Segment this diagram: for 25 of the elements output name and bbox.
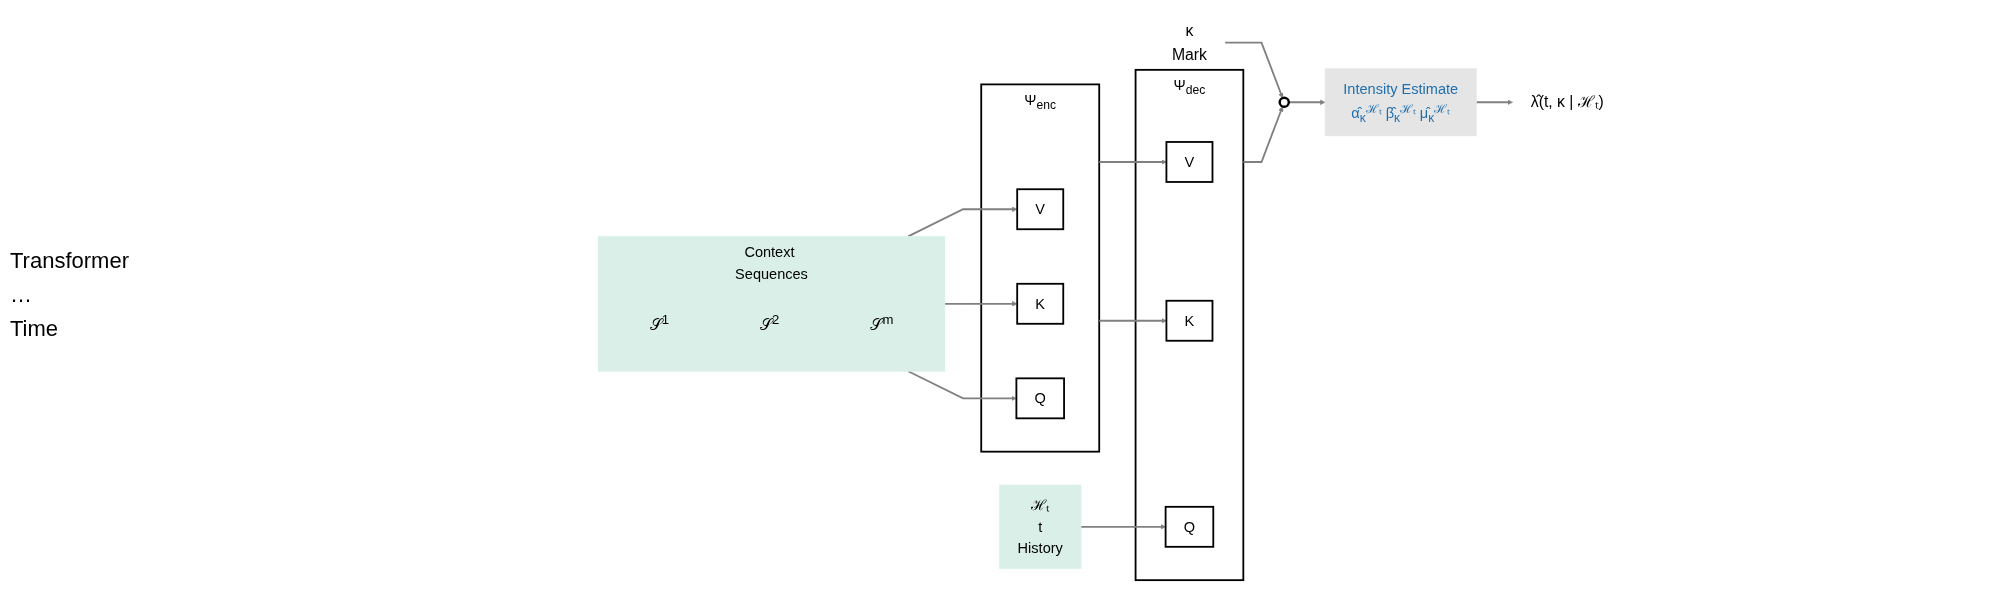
note-text: …: [10, 281, 33, 308]
arrow: [1475, 99, 1513, 105]
node-box: K: [1016, 282, 1065, 325]
arrow: [1080, 523, 1166, 529]
arrow: [907, 369, 1017, 401]
note-text: Transformer: [10, 247, 130, 274]
node-text: 𝒮$^{1}$: [649, 311, 670, 333]
arrow: [1224, 41, 1284, 98]
arrow: [1098, 158, 1167, 165]
node-box: V: [1165, 140, 1214, 183]
node-box: K: [1165, 299, 1214, 342]
node-text: κ Mark: [1171, 20, 1207, 63]
arrow: [1242, 105, 1284, 163]
node-text: λ̂(t, κ | ℋₜ): [1530, 92, 1604, 111]
node-text: 𝒮$^{m}$: [870, 311, 894, 333]
node-box: Q: [1164, 505, 1215, 548]
node-box: Q: [1015, 376, 1065, 419]
node-box: V: [1016, 187, 1065, 230]
node-text: 𝒮$^{2}$: [759, 311, 780, 333]
arrow: [943, 300, 1018, 306]
arrow: [1098, 317, 1167, 323]
node-circle: [1278, 96, 1290, 108]
arrow: [1287, 99, 1326, 105]
node-box: ℋₜ t History: [999, 484, 1082, 569]
note-text: Time: [10, 315, 60, 342]
